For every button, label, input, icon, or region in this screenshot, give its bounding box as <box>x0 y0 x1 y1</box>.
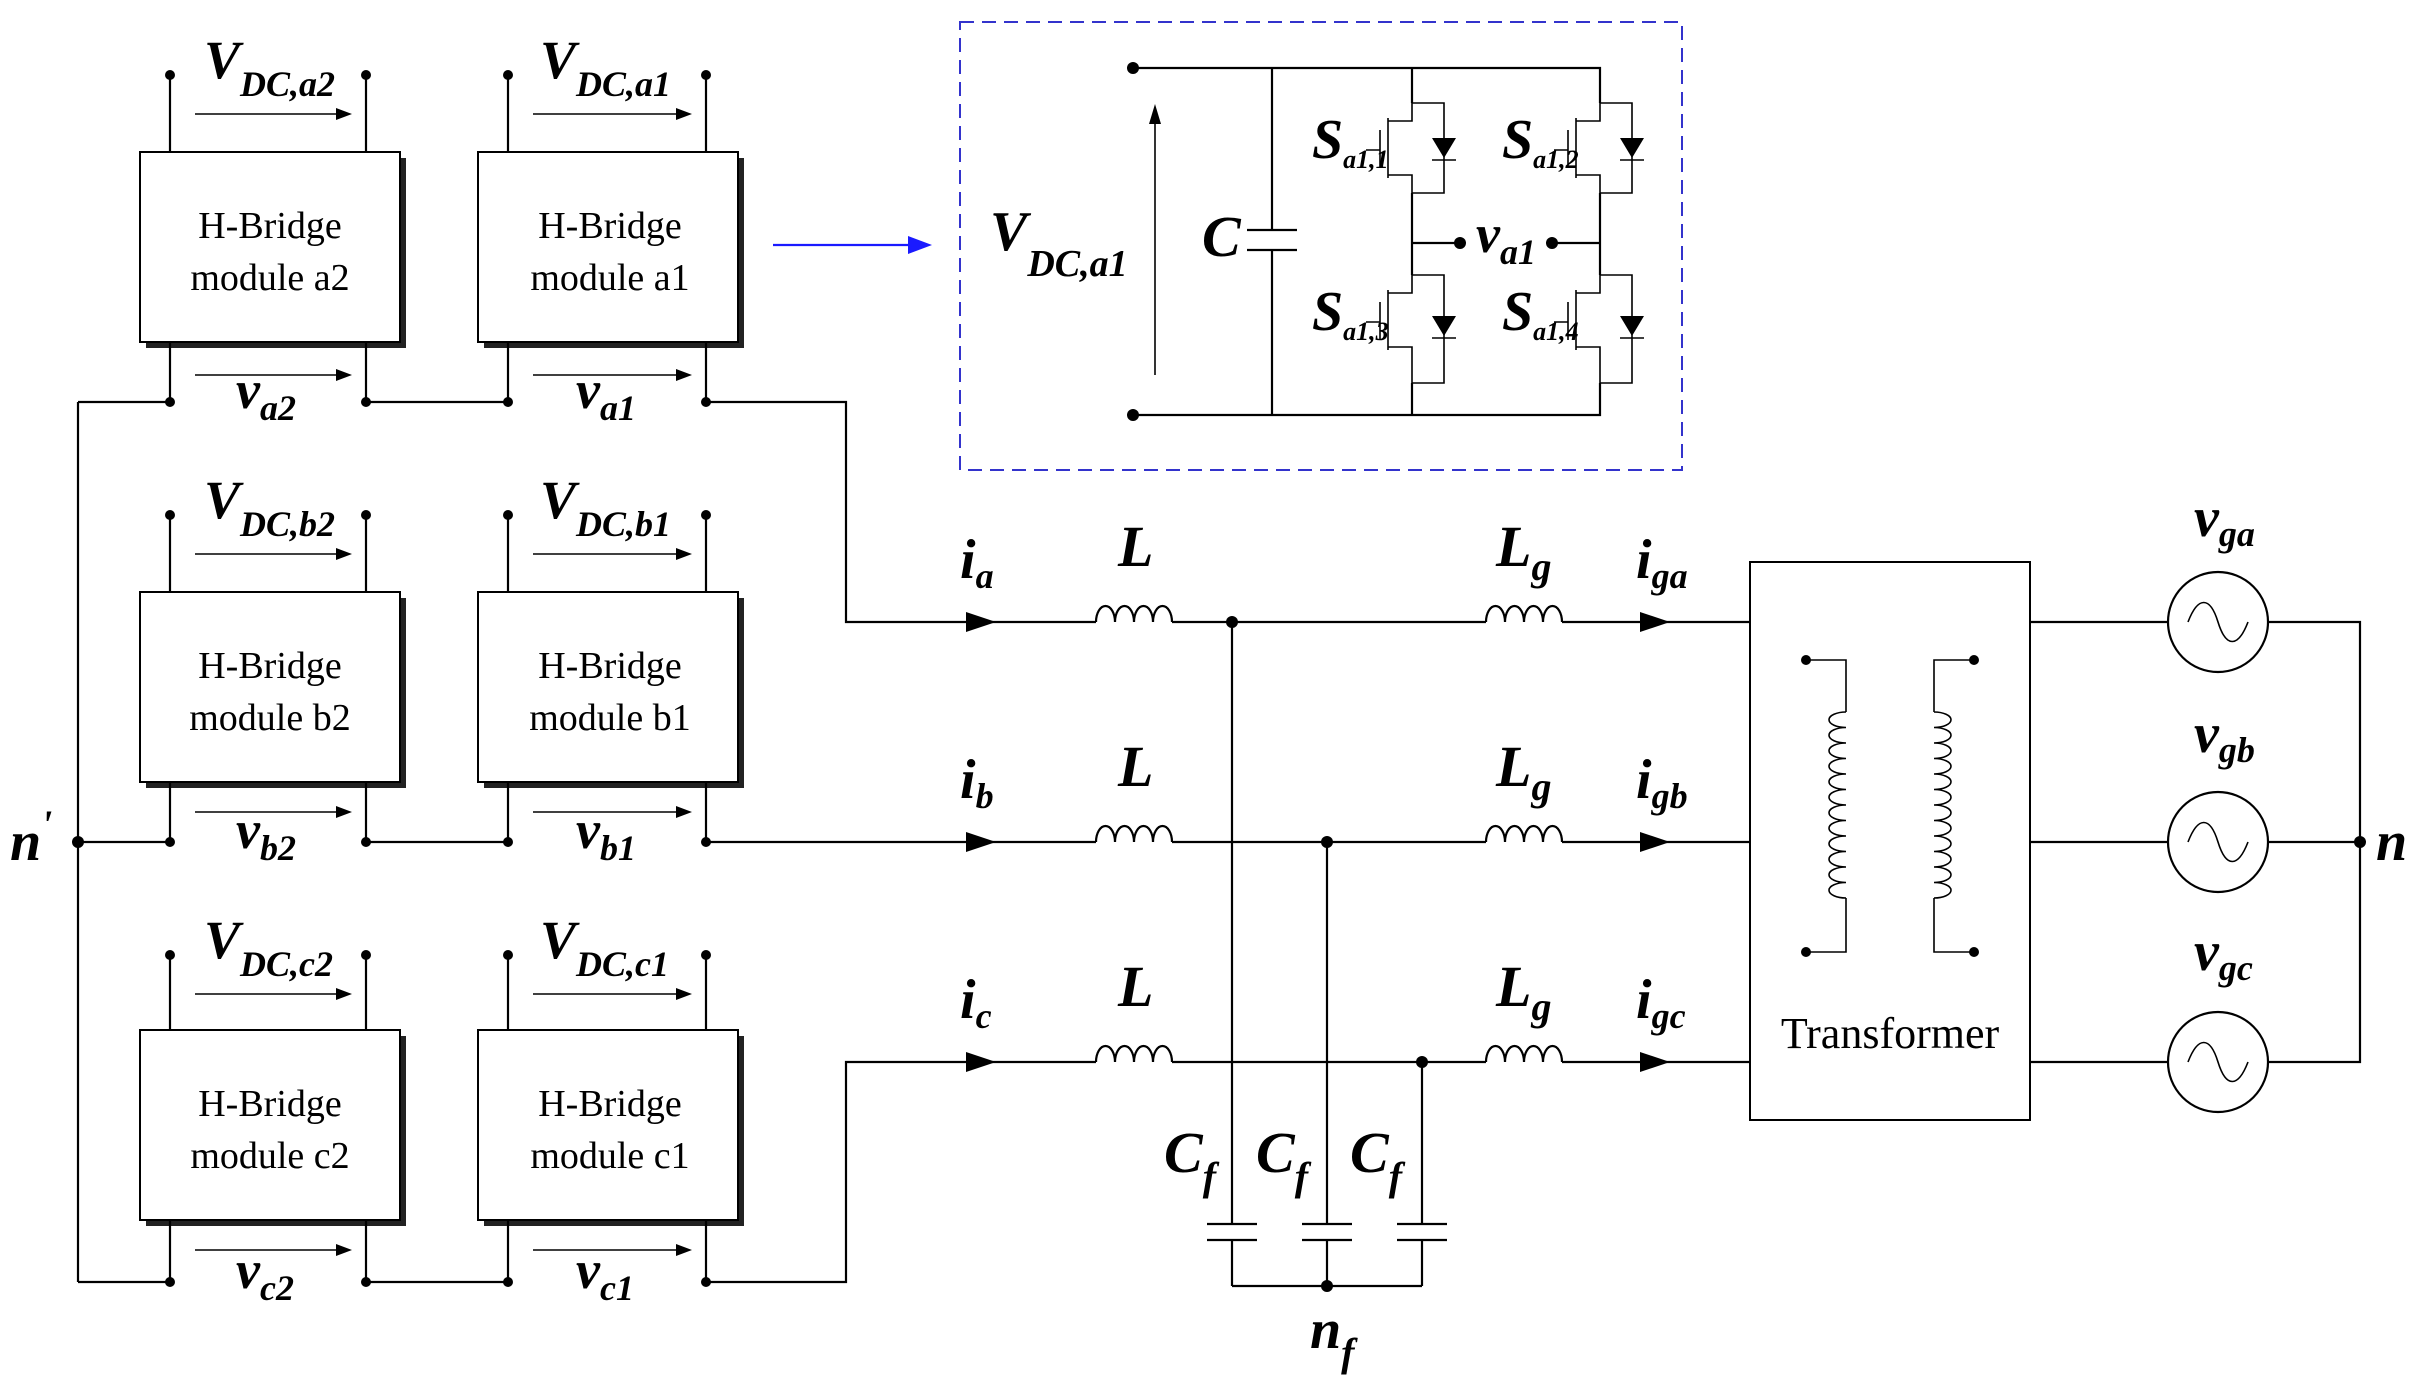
switch-sa1-3-label: Sa1,3 <box>1312 281 1389 346</box>
phase-labels: ia ib ic L L L Lg Lg Lg iga igb igc Cf C… <box>960 514 1688 1375</box>
module-c2-line1: H-Bridge <box>198 1083 342 1125</box>
cf-1-label: Cf <box>1164 1120 1220 1199</box>
switch-sa1-4-label: Sa1,4 <box>1502 281 1579 346</box>
module-a2: H-Bridge module a2 <box>139 151 406 348</box>
switch-sa1-1 <box>1366 102 1456 194</box>
switch-sa1-3 <box>1366 274 1456 384</box>
vga-label: vga <box>2194 487 2255 554</box>
vdc-labels: VDC,a2 VDC,a1 VDC,b2 VDC,b1 VDC,c2 VDC,c… <box>204 30 671 984</box>
current-arrows <box>966 612 1670 1072</box>
module-terminals <box>165 70 711 1287</box>
module-a2-line2: module a2 <box>190 257 349 299</box>
filter-capacitors <box>1207 616 1447 1292</box>
iga-label: iga <box>1636 529 1688 596</box>
module-c2-line2: module c2 <box>190 1135 349 1177</box>
switch-sa1-2 <box>1554 102 1644 194</box>
vgc-label: vgc <box>2194 921 2253 988</box>
ac-source-gc <box>2166 1010 2270 1114</box>
la-label: L <box>1117 514 1153 579</box>
switch-sa1-4 <box>1554 274 1644 384</box>
vdc-b1-label: VDC,b1 <box>540 470 671 544</box>
module-b2-line2: module b2 <box>189 697 350 739</box>
vdc-c2-label: VDC,c2 <box>204 910 333 984</box>
node-n-prime-label: n' <box>10 802 52 873</box>
inductors-l <box>1094 604 1174 1063</box>
vdc-b2-label: VDC,b2 <box>204 470 335 544</box>
lga-label: Lg <box>1495 514 1551 589</box>
module-b1: H-Bridge module b1 <box>477 591 744 788</box>
cf-3-label: Cf <box>1350 1120 1406 1199</box>
v-c1-label: vc1 <box>576 1240 634 1308</box>
grid-wiring <box>2030 620 2366 1064</box>
ac-source-gb <box>2166 790 2270 894</box>
vout-labels: va2 va1 vb2 vb1 vc2 vc1 <box>236 360 636 1308</box>
node-n-label: n <box>2376 811 2407 873</box>
inductors-lg <box>1484 604 1564 1063</box>
igb-label: igb <box>1636 749 1688 816</box>
v-b2-label: vb2 <box>236 800 296 868</box>
v-b1-label: vb1 <box>576 800 636 868</box>
transformer: Transformer <box>1749 561 2031 1121</box>
inset-vdc-label: VDC,a1 <box>990 201 1128 285</box>
phase-lines <box>968 620 1750 1064</box>
vdc-c1-label: VDC,c1 <box>540 910 669 984</box>
ac-source-ga <box>2166 570 2270 674</box>
inset-cap-label: C <box>1202 204 1242 269</box>
switch-sa1-2-label: Sa1,2 <box>1502 109 1579 174</box>
left-wiring <box>72 400 968 1284</box>
switch-sa1-1-label: Sa1,1 <box>1312 109 1389 174</box>
module-a1-line2: module a1 <box>530 257 689 299</box>
v-a2-label: va2 <box>236 360 296 428</box>
module-c1-line1: H-Bridge <box>538 1083 682 1125</box>
node-nf-label: nf <box>1310 1299 1358 1375</box>
v-c2-label: vc2 <box>236 1240 294 1308</box>
hbridge-detail-inset <box>959 21 1683 471</box>
vgb-label: vgb <box>2194 703 2255 770</box>
ic-label: ic <box>960 969 992 1036</box>
module-c1-line2: module c1 <box>530 1135 689 1177</box>
module-b2-line1: H-Bridge <box>198 645 342 687</box>
vdc-a2-label: VDC,a2 <box>204 30 335 104</box>
lgb-label: Lg <box>1495 734 1551 809</box>
ia-label: ia <box>960 529 994 596</box>
transformer-label: Transformer <box>1781 1009 2000 1058</box>
inset-vout-label: va1 <box>1476 204 1536 272</box>
vdc-a1-label: VDC,a1 <box>540 30 671 104</box>
ib-label: ib <box>960 749 994 816</box>
module-b1-line1: H-Bridge <box>538 645 682 687</box>
module-a1: H-Bridge module a1 <box>477 151 744 348</box>
lb-label: L <box>1117 734 1153 799</box>
cf-2-label: Cf <box>1256 1120 1312 1199</box>
igc-label: igc <box>1636 969 1686 1036</box>
module-b1-line2: module b1 <box>529 697 690 739</box>
lc-label: L <box>1117 954 1153 1019</box>
module-a1-line1: H-Bridge <box>538 205 682 247</box>
voltage-arrows <box>195 108 692 1256</box>
module-b2: H-Bridge module b2 <box>139 591 406 788</box>
module-a2-line1: H-Bridge <box>198 205 342 247</box>
v-a1-label: va1 <box>576 360 636 428</box>
module-c1: H-Bridge module c1 <box>477 1029 744 1226</box>
lgc-label: Lg <box>1495 954 1551 1029</box>
zoom-arrow <box>773 236 932 254</box>
module-c2: H-Bridge module c2 <box>139 1029 406 1226</box>
